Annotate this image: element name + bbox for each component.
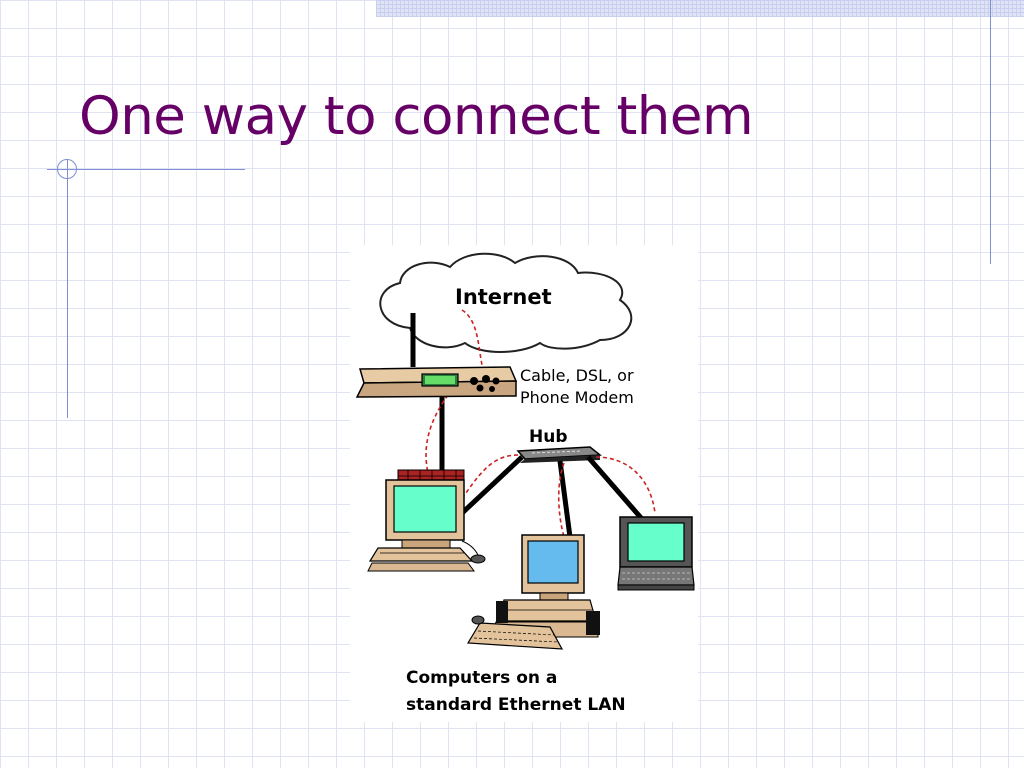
hub bbox=[516, 446, 603, 463]
laptop-computer bbox=[617, 516, 695, 591]
title-underline-rule bbox=[47, 169, 245, 170]
hub-pc1-dashed-cable bbox=[459, 454, 519, 502]
cloud-modem-dashed-cable bbox=[461, 309, 483, 366]
desktop-computer-green bbox=[367, 469, 486, 572]
lan-caption-line1: Computers on a bbox=[406, 668, 557, 688]
internet-cloud bbox=[379, 252, 633, 353]
slide-title: One way to connect them bbox=[79, 86, 754, 147]
hub-to-laptop-line bbox=[586, 455, 644, 521]
modem-label-line1: Cable, DSL, or bbox=[520, 366, 634, 385]
lan-caption-line2: standard Ethernet LAN bbox=[406, 695, 626, 715]
hub-to-pc1-line bbox=[458, 455, 524, 517]
modem bbox=[355, 366, 518, 398]
desktop-computer-blue bbox=[466, 534, 600, 650]
hub-label: Hub bbox=[529, 427, 568, 447]
top-decor-band bbox=[376, 0, 1024, 17]
right-decor-rule bbox=[990, 0, 991, 264]
internet-label: Internet bbox=[455, 285, 552, 309]
modem-label-line2: Phone Modem bbox=[520, 388, 634, 407]
hub-laptop-dashed-cable bbox=[595, 456, 656, 514]
decor-circle bbox=[57, 159, 77, 179]
modem-pc1-dashed-cable bbox=[425, 394, 449, 474]
left-decor-rule bbox=[67, 160, 68, 418]
network-diagram-svg: Internet Cable, DSL, or Phone Modem Hub bbox=[355, 252, 695, 715]
network-diagram: Internet Cable, DSL, or Phone Modem Hub bbox=[350, 245, 698, 722]
hub-pc2-dashed-cable bbox=[557, 462, 565, 538]
